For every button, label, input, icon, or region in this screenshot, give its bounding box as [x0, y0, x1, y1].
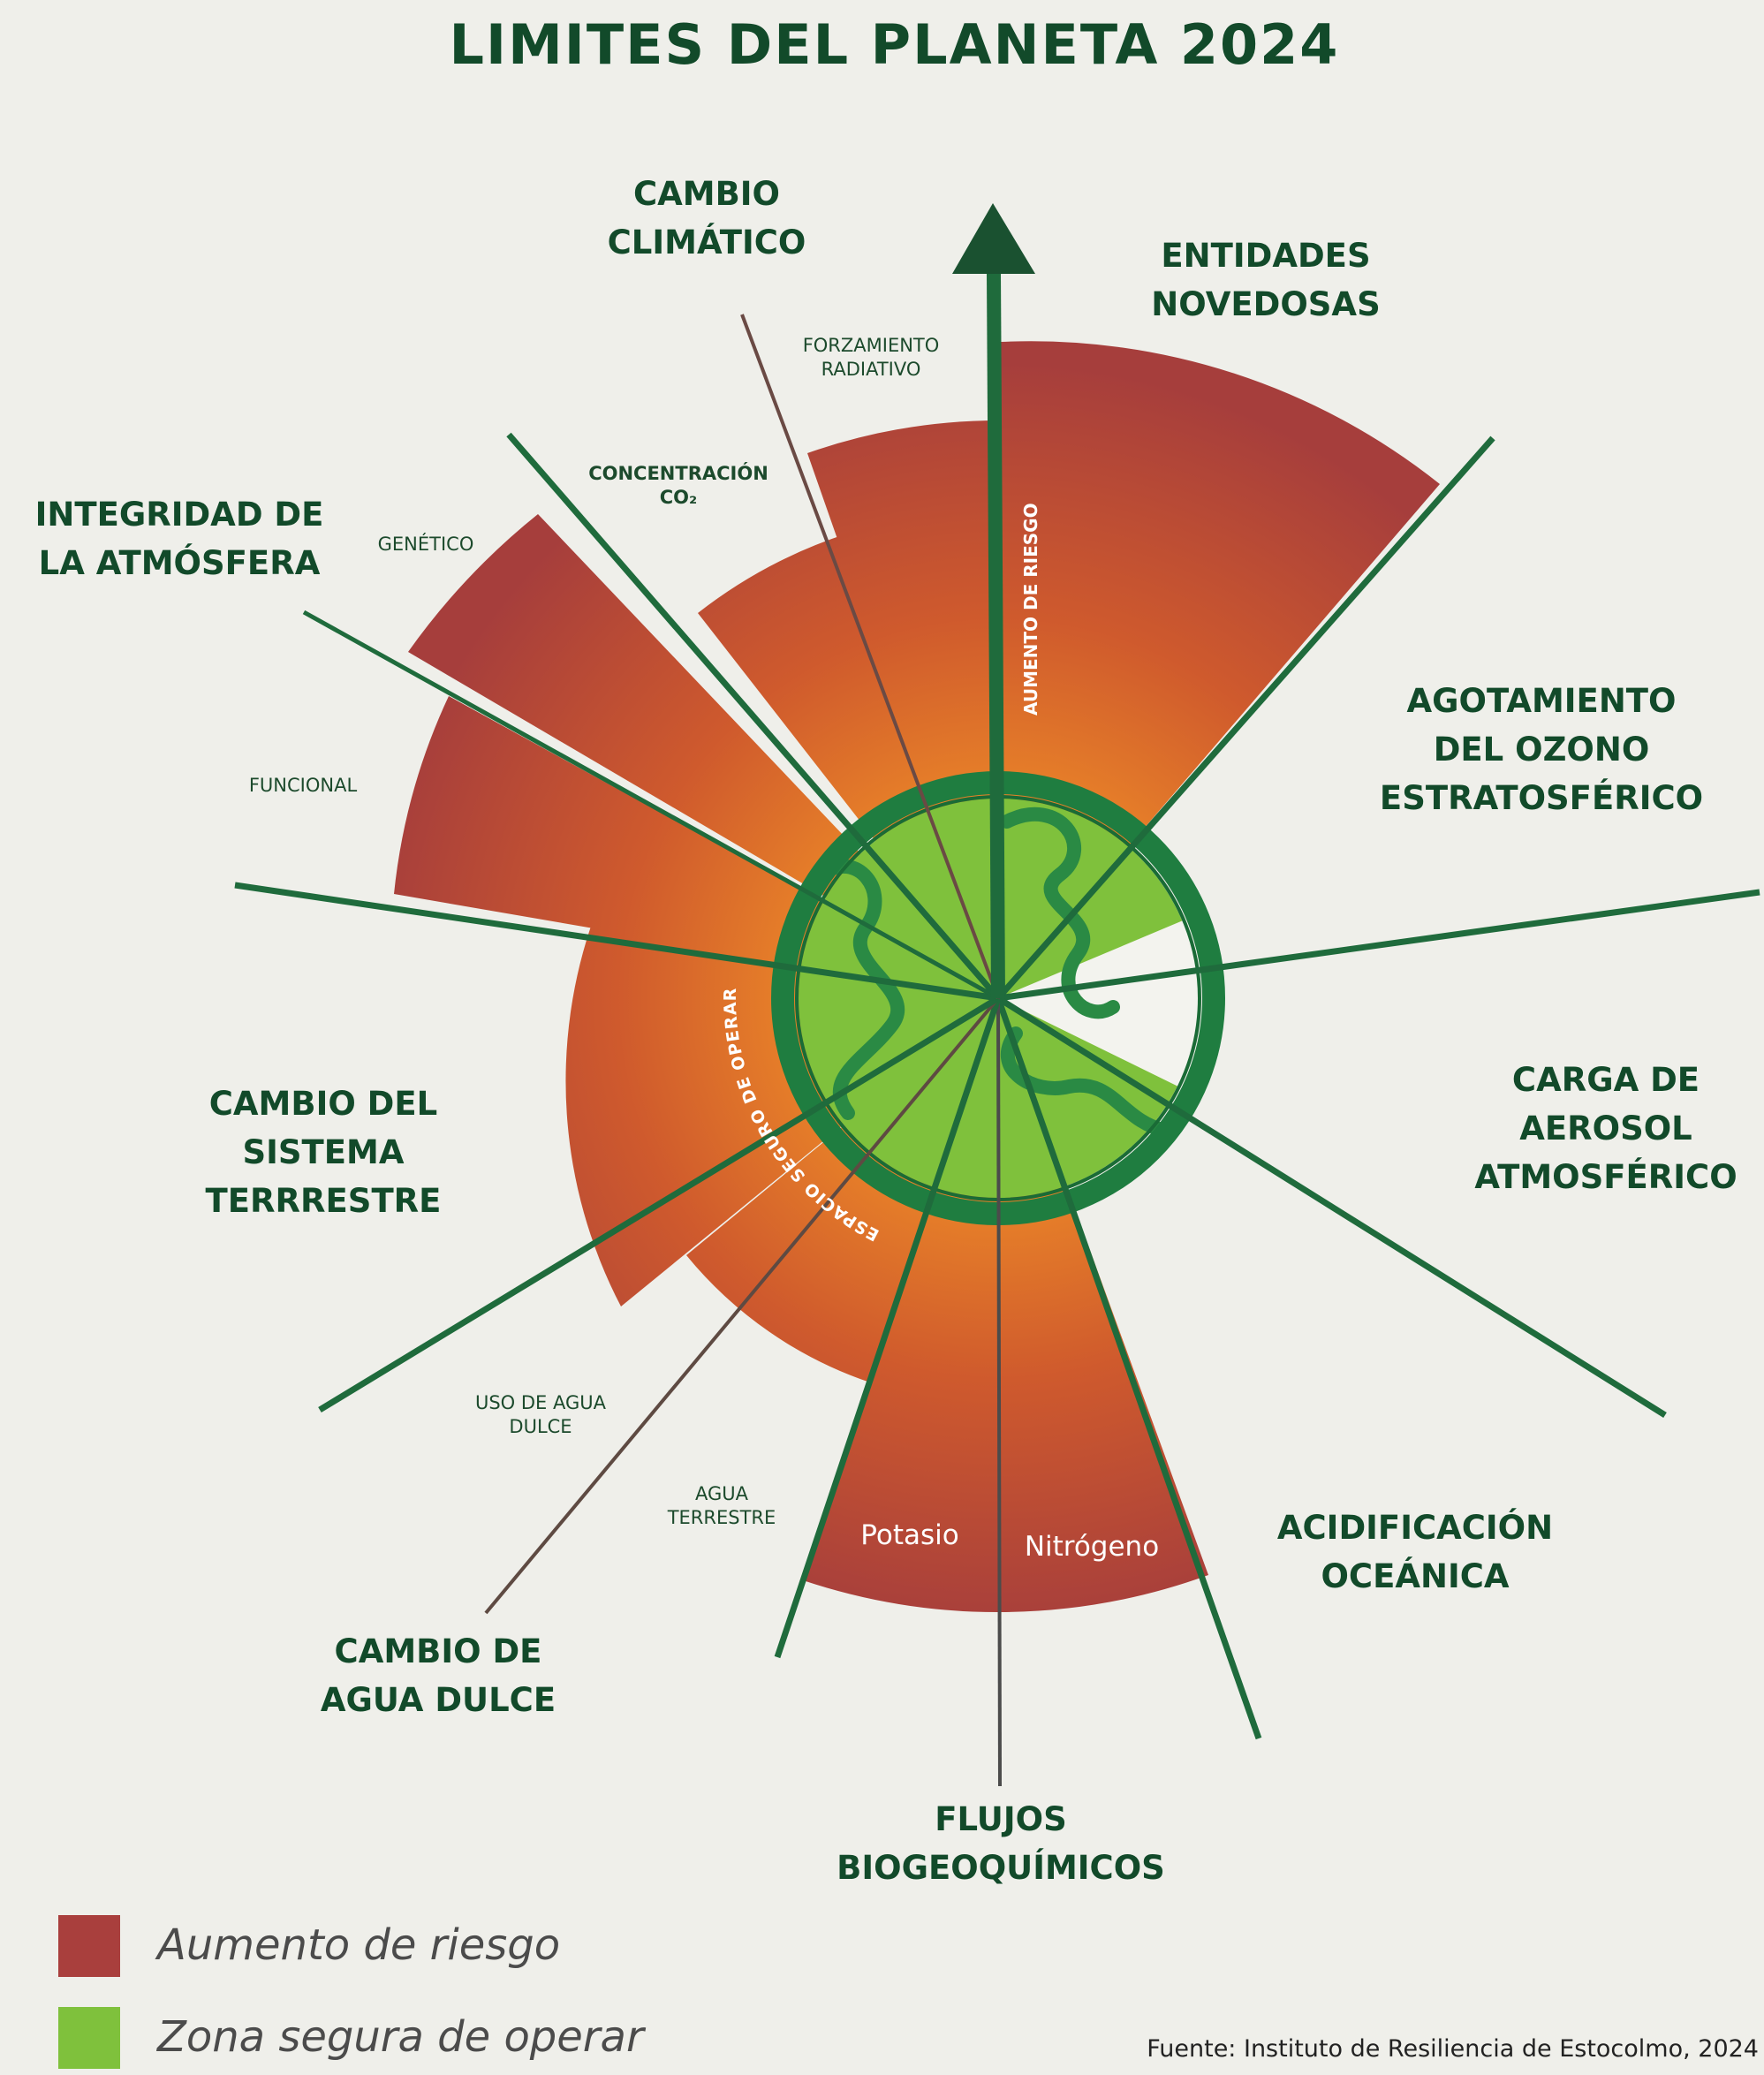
- river-left: [814, 859, 905, 1120]
- sublabel-line: FORZAMIENTO: [802, 335, 940, 356]
- source-note: Fuente: Instituto de Resiliencia de Esto…: [1147, 2035, 1759, 2063]
- sublabel-forzamiento: FORZAMIENTO RADIATIVO: [803, 334, 940, 382]
- river-bottom: [1000, 1026, 1173, 1138]
- sublabel-line: AGUA: [694, 1483, 749, 1504]
- boundary-lines: [234, 314, 1760, 1787]
- line-clima: [740, 314, 1000, 999]
- label-line: NOVEDOSAS: [1151, 285, 1381, 323]
- line-funcional: [302, 610, 1000, 1001]
- label-line: CLIMÁTICO: [607, 223, 806, 261]
- label-agua-dulce: CAMBIO DE AGUA DULCE: [321, 1627, 556, 1724]
- risk-arrow: [952, 203, 1035, 999]
- label-potasio: Potasio: [860, 1519, 959, 1551]
- sublabel-uso-agua: USO DE AGUA DULCE: [475, 1391, 606, 1439]
- safe-zone-gap: [998, 919, 1203, 1088]
- line-ozono-aerosol: [997, 889, 1760, 1002]
- sublabel-line: CONCENTRACIÓN: [588, 463, 768, 484]
- label-line: CAMBIO DE: [334, 1632, 542, 1670]
- label-line: ESTRATOSFÉRICO: [1379, 779, 1704, 817]
- label-agotamiento-ozono: AGOTAMIENTO DEL OZONO ESTRATOSFÉRICO: [1380, 677, 1703, 822]
- label-line: ENTIDADES: [1161, 237, 1371, 275]
- label-line: CAMBIO DEL: [208, 1085, 438, 1123]
- label-line: BIOGEOQUÍMICOS: [837, 1849, 1165, 1887]
- label-nitrogeno: Nitrógeno: [1024, 1531, 1160, 1563]
- label-line: LA ATMÓSFERA: [38, 544, 321, 582]
- sublabel-line: DULCE: [509, 1416, 572, 1437]
- label-line: TERRRESTRE: [205, 1182, 442, 1220]
- line-nitrogeno: [996, 997, 1002, 1787]
- label-integridad: INTEGRIDAD DE LA ATMÓSFERA: [35, 490, 324, 587]
- sublabel-line: RADIATIVO: [821, 359, 921, 380]
- page-title: LIMITES DEL PLANETA 2024: [449, 12, 1340, 77]
- sublabel-line: TERRESTRE: [667, 1507, 776, 1528]
- sublabel-line: FUNCIONAL: [248, 775, 358, 796]
- legend-safe-swatch: [58, 2007, 120, 2069]
- label-line: AGOTAMIENTO: [1406, 682, 1677, 720]
- label-line: FLUJOS: [935, 1800, 1067, 1838]
- label-line: OCEÁNICA: [1321, 1557, 1510, 1595]
- label-line: SISTEMA: [242, 1133, 405, 1171]
- line-agua-sistema: [318, 996, 1000, 1412]
- sublabel-line: CO₂: [659, 487, 698, 508]
- sublabel-line: GENÉTICO: [377, 534, 474, 555]
- legend-risk-label: Aumento de riesgo: [157, 1920, 561, 1970]
- label-cambio-climatico: CAMBIO CLIMÁTICO: [608, 170, 806, 267]
- river-top: [1000, 807, 1120, 1019]
- label-line: INTEGRIDAD DE: [34, 496, 324, 534]
- label-line: CAMBIO: [632, 175, 781, 213]
- label-line: AEROSOL: [1519, 1109, 1692, 1147]
- label-line: CARGA DE: [1511, 1061, 1700, 1099]
- label-entidades-novedosas: ENTIDADES NOVEDOSAS: [1151, 231, 1380, 329]
- line-sistema-integridad: [234, 882, 999, 1002]
- line-uso-agua: [484, 996, 1000, 1615]
- sublabel-funcional: FUNCIONAL: [249, 774, 357, 798]
- sublabel-genetico: GENÉTICO: [378, 533, 474, 557]
- risk-arrow-shaft: [987, 273, 1005, 999]
- line-flujos-agua: [774, 996, 1002, 1659]
- risk-arrow-head: [952, 203, 1035, 274]
- label-line: ATMOSFÉRICO: [1474, 1158, 1738, 1196]
- line-acidificacion-flujos: [995, 996, 1262, 1740]
- risk-arrow-label: AUMENTO DE RIESGO: [1020, 503, 1041, 716]
- line-integridad-clima: [506, 432, 1001, 1001]
- label-acidificacion: ACIDIFICACIÓN OCEÁNICA: [1277, 1503, 1553, 1601]
- sublabel-concentracion: CONCENTRACIÓN CO₂: [588, 462, 768, 510]
- label-line: ACIDIFICACIÓN: [1276, 1509, 1554, 1547]
- label-line: AGUA DULCE: [320, 1681, 556, 1719]
- sublabel-line: USO DE AGUA: [474, 1392, 607, 1413]
- legend-safe-label: Zona segura de operar: [157, 2012, 644, 2062]
- line-aerosol-acidificacion: [996, 996, 1667, 1418]
- legend-risk-swatch: [58, 1915, 120, 1977]
- label-carga-aerosol: CARGA DE AEROSOL ATMOSFÉRICO: [1474, 1056, 1737, 1201]
- label-flujos: FLUJOS BIOGEOQUÍMICOS: [837, 1795, 1165, 1892]
- label-line: DEL OZONO: [1433, 731, 1650, 769]
- label-sistema-terrestre: CAMBIO DEL SISTEMA TERRRESTRE: [206, 1079, 442, 1225]
- line-entidades-ozono: [996, 435, 1495, 1001]
- sublabel-agua-terrestre: AGUA TERRESTRE: [668, 1482, 776, 1530]
